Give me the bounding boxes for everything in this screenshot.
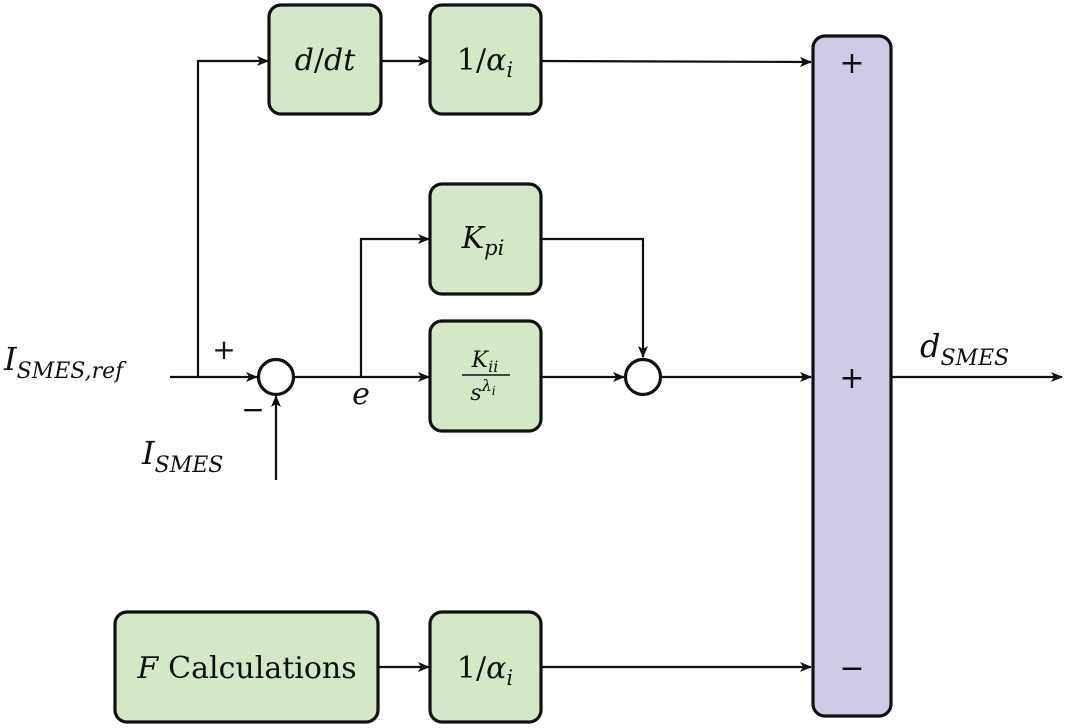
input-ref-label: ISMES,ref xyxy=(3,340,127,384)
output-summer-block: + + − xyxy=(811,34,893,718)
svg-text:1/αi: 1/αi xyxy=(457,43,513,82)
gain-top-to-summer-wire xyxy=(541,56,812,67)
svg-text:sλi: sλi xyxy=(470,376,495,406)
summer-sign-top: + xyxy=(839,46,864,81)
error-label: e xyxy=(352,377,370,412)
kp-to-junction-wire xyxy=(542,237,648,358)
junction-plus-sign: + xyxy=(212,333,235,366)
summer-sign-middle: + xyxy=(839,361,864,396)
wires xyxy=(170,56,1063,672)
feedback-label: ISMES xyxy=(141,434,223,478)
derivative-branch-wire xyxy=(196,56,269,377)
svg-text:1/αi: 1/αi xyxy=(457,651,513,690)
ki-block: Kii sλi xyxy=(428,319,543,433)
kp-branch-wire xyxy=(359,234,430,377)
pi-sum-junction xyxy=(623,357,663,397)
svg-text:Kii: Kii xyxy=(471,348,499,376)
svg-text:d/dt: d/dt xyxy=(295,43,357,78)
summer-sign-bottom: − xyxy=(839,651,864,686)
junction-minus-sign: − xyxy=(241,393,264,426)
error-sum-junction xyxy=(256,357,296,397)
gain-top-block: 1/αi xyxy=(428,3,543,116)
gain-bottom-block: 1/αi xyxy=(428,610,543,724)
derivative-block: d/dt xyxy=(267,3,383,116)
output-label: dSMES xyxy=(920,327,1009,371)
kp-block: Kpi xyxy=(428,182,543,296)
svg-text:Kpi: Kpi xyxy=(461,221,505,260)
